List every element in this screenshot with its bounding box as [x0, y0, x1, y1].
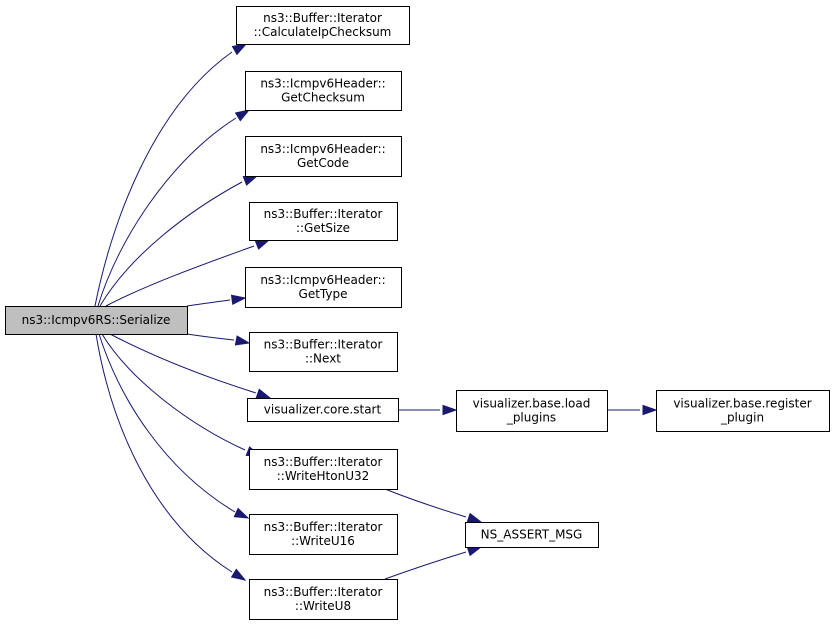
- node-get-code[interactable]: ns3::Icmpv6Header::GetCode: [245, 136, 402, 177]
- node-calc-ip-checksum[interactable]: ns3::Buffer::Iterator::CalculateIpChecks…: [236, 6, 410, 45]
- node-label-line: ::CalculateIpChecksum: [254, 25, 392, 39]
- edge-root-to-next: [186, 333, 235, 341]
- arrowhead-load_plugins-to-register_plugin: [642, 404, 658, 416]
- node-box: [245, 71, 402, 111]
- node-label-line: _plugins: [506, 411, 556, 425]
- arrowhead-root-to-get_code: [242, 175, 259, 186]
- node-label-line: NS_ASSERT_MSG: [481, 528, 583, 542]
- arrowhead-root-to-get_checksum: [234, 109, 251, 122]
- node-write-u8[interactable]: ns3::Buffer::Iterator::WriteU8: [249, 579, 398, 620]
- edge-write_u8-to-ns_assert_msg: [384, 551, 467, 580]
- node-box: [456, 390, 608, 432]
- arrowhead-root-to-write_u8: [230, 568, 247, 581]
- node-label-line: visualizer.base.load: [473, 397, 591, 411]
- node-get-checksum[interactable]: ns3::Icmpv6Header::GetChecksum: [245, 71, 402, 111]
- node-register-plugin[interactable]: visualizer.base.register_plugin: [656, 390, 830, 432]
- node-label-line: ns3::Buffer::Iterator: [263, 11, 382, 25]
- node-label-line: ns3::Icmpv6Header::: [260, 142, 385, 156]
- node-next[interactable]: ns3::Buffer::Iterator::Next: [249, 332, 398, 372]
- node-box: [249, 449, 398, 490]
- node-label-line: _plugin: [720, 411, 764, 425]
- node-box: [5, 306, 188, 335]
- node-label-line: ns3::Buffer::Iterator: [264, 207, 383, 221]
- node-label-line: ::GetSize: [296, 221, 350, 235]
- node-get-type[interactable]: ns3::Icmpv6Header::GetType: [245, 267, 402, 308]
- node-label-line: visualizer.base.register: [673, 397, 811, 411]
- edge-root-to-write_u16: [98, 333, 236, 513]
- arrowhead-write_u8-to-ns_assert_msg: [466, 546, 483, 557]
- edge-root-to-get_type: [186, 299, 231, 307]
- node-label-line: ::WriteHtonU32: [277, 469, 370, 483]
- node-label-line: GetCode: [297, 156, 349, 170]
- node-label-line: visualizer.core.start: [264, 403, 382, 417]
- node-box: [656, 390, 830, 432]
- node-label-line: GetType: [299, 287, 348, 301]
- node-label-line: ns3::Buffer::Iterator: [264, 338, 383, 352]
- node-label-line: ::WriteU8: [295, 599, 351, 613]
- edge-root-to-core_start: [109, 333, 257, 394]
- edge-root-to-get_code: [99, 181, 243, 307]
- node-label-line: ns3::Icmpv6Header::: [260, 273, 385, 287]
- node-label-line: ns3::Icmpv6Header::: [260, 77, 385, 91]
- arrowhead-root-to-next: [234, 335, 251, 346]
- node-box: [249, 202, 398, 241]
- edge-write_hton_u32-to-ns_assert_msg: [384, 488, 467, 518]
- arrowhead-root-to-get_type: [230, 294, 247, 305]
- arrowhead-write_hton_u32-to-ns_assert_msg: [466, 512, 483, 523]
- node-root[interactable]: ns3::Icmpv6RS::Serialize: [5, 306, 188, 335]
- edge-root-to-get_size: [105, 245, 255, 307]
- node-write-u16[interactable]: ns3::Buffer::Iterator::WriteU16: [249, 514, 398, 555]
- arrowhead-root-to-core_start: [255, 388, 272, 399]
- node-box: [245, 267, 402, 308]
- node-label-line: ns3::Buffer::Iterator: [264, 455, 383, 469]
- arrowhead-core_start-to-load_plugins: [442, 404, 458, 416]
- node-label-line: ns3::Icmpv6RS::Serialize: [22, 313, 171, 327]
- node-box: [247, 398, 399, 422]
- arrowhead-root-to-get_size: [254, 239, 271, 250]
- node-label-line: GetChecksum: [281, 91, 365, 105]
- node-ns-assert-msg[interactable]: NS_ASSERT_MSG: [465, 522, 599, 548]
- node-label-line: ns3::Buffer::Iterator: [264, 520, 383, 534]
- node-label-line: ns3::Buffer::Iterator: [264, 585, 383, 599]
- node-get-size[interactable]: ns3::Buffer::Iterator::GetSize: [249, 202, 398, 241]
- node-core-start[interactable]: visualizer.core.start: [247, 398, 399, 422]
- edge-root-to-write_hton_u32: [101, 333, 246, 451]
- node-label-line: ::WriteU16: [291, 534, 355, 548]
- node-box: [465, 522, 599, 548]
- node-box: [245, 136, 402, 177]
- node-box: [249, 332, 398, 372]
- edge-root-to-calc_ip_checksum: [94, 51, 233, 307]
- node-label-line: ::Next: [305, 352, 341, 366]
- node-box: [236, 6, 410, 45]
- node-load-plugins[interactable]: visualizer.base.load_plugins: [456, 390, 608, 432]
- arrowhead-root-to-write_u16: [233, 507, 250, 519]
- node-write-hton-u32[interactable]: ns3::Buffer::Iterator::WriteHtonU32: [249, 449, 398, 490]
- node-box: [249, 514, 398, 555]
- edge-root-to-get_checksum: [97, 117, 237, 307]
- arrowhead-root-to-calc_ip_checksum: [231, 43, 248, 56]
- nodes-layer: ns3::Icmpv6RS::Serializens3::Buffer::Ite…: [5, 6, 830, 620]
- node-box: [249, 579, 398, 620]
- edge-root-to-write_u8: [95, 333, 233, 573]
